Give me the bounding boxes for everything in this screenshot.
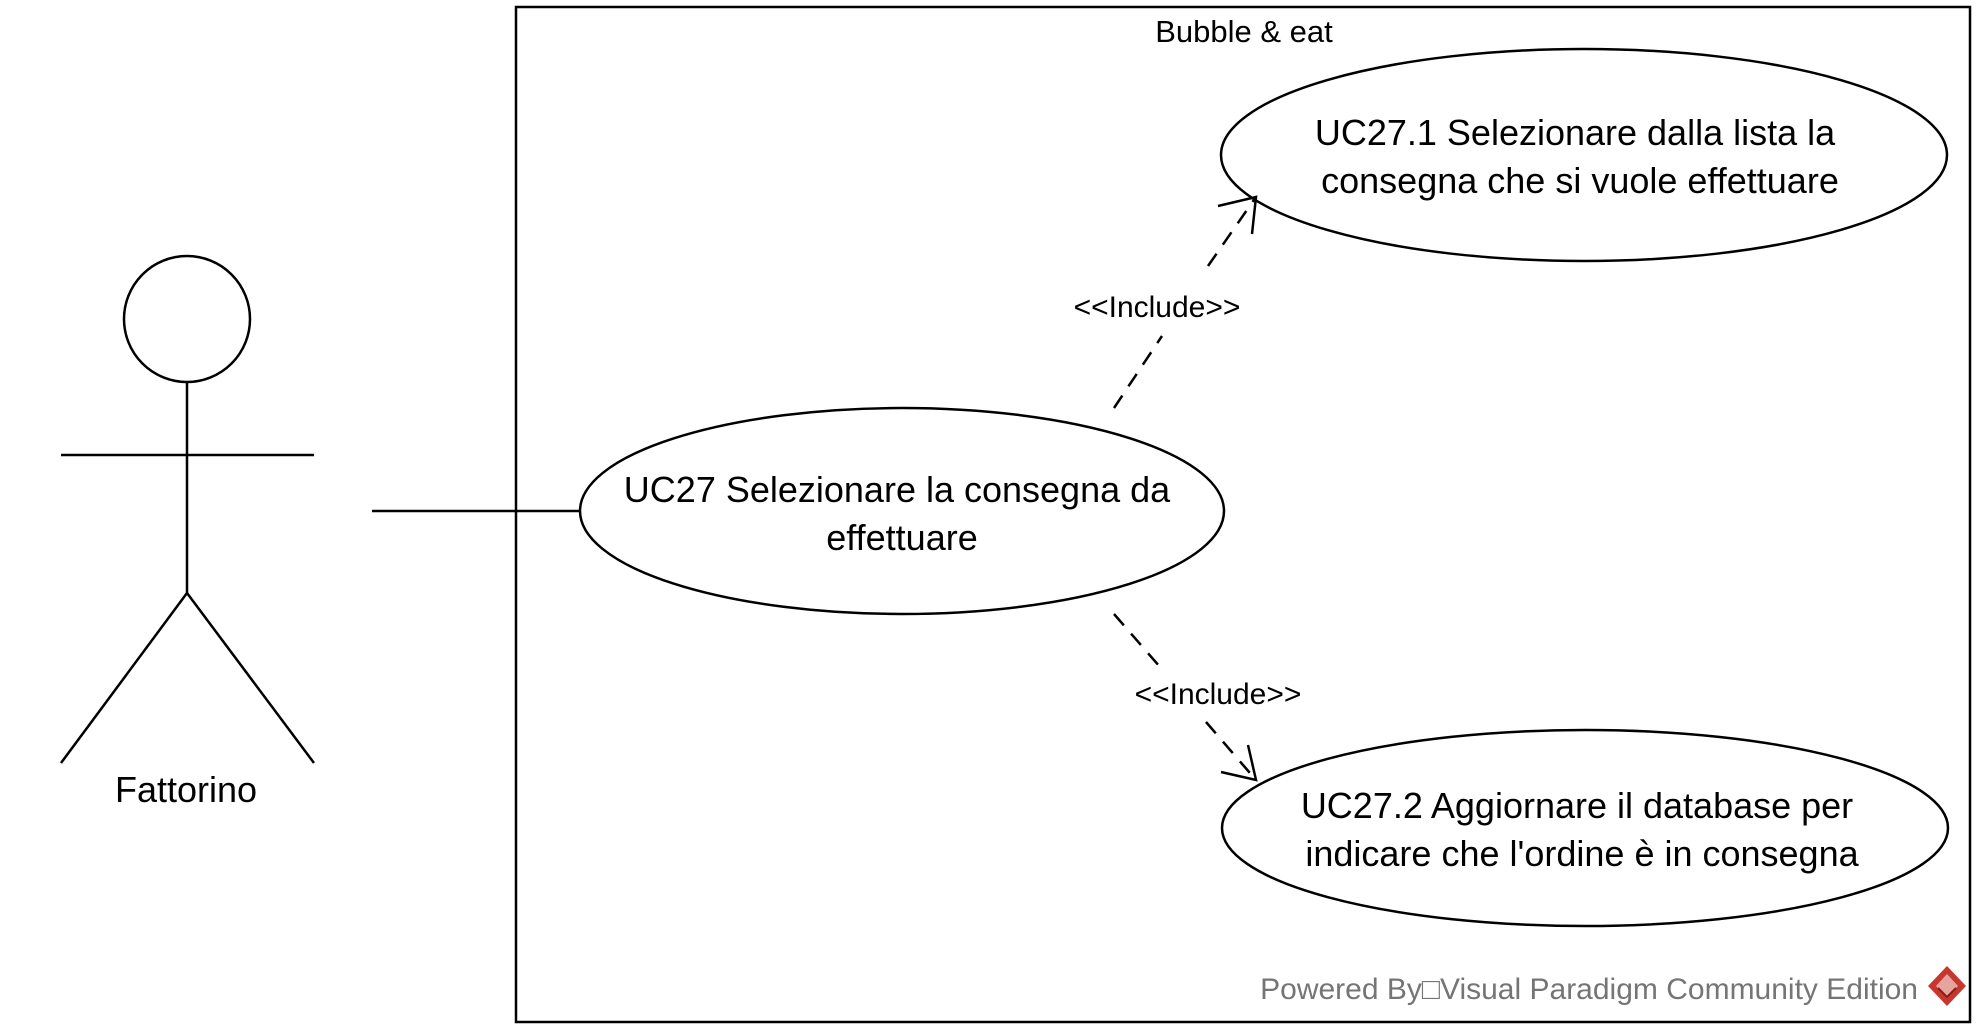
use-case-uc27-line2: effettuare (826, 517, 977, 558)
use-case-uc27-line1: UC27 Selezionare la consegna da (624, 469, 1171, 510)
actor-fattorino[interactable]: Fattorino (59, 254, 316, 810)
include-bottom-dash-upper (1113, 613, 1161, 668)
watermark-text: Powered By□Visual Paradigm Community Edi… (1260, 973, 1918, 1006)
use-case-uc27-2-shape (1220, 728, 1950, 928)
include-relation-bottom[interactable]: <<Include>> (1113, 613, 1302, 782)
use-case-uc27-1-line2: consegna che si vuole effettuare (1321, 160, 1839, 201)
include-bottom-label: <<Include>> (1135, 678, 1302, 711)
include-top-dash-upper (1206, 196, 1258, 267)
use-case-uc27-shape (578, 406, 1226, 616)
use-case-uc27[interactable]: UC27 Selezionare la consegna da effettua… (578, 406, 1226, 616)
use-case-uc27-2-label: UC27.2 Aggiornare il database per indica… (1301, 785, 1863, 874)
use-case-uc27-1[interactable]: UC27.1 Selezionare dalla lista la conseg… (1219, 47, 1949, 263)
include-top-dash-lower (1112, 335, 1164, 409)
system-title: Bubble & eat (1155, 14, 1333, 49)
include-bottom-dash-lower (1205, 721, 1257, 781)
system-boundary (514, 5, 1972, 1024)
use-case-uc27-2[interactable]: UC27.2 Aggiornare il database per indica… (1220, 728, 1950, 928)
use-case-uc27-2-line2: indicare che l'ordine è in consegna (1305, 833, 1859, 874)
actor-name: Fattorino (115, 769, 257, 810)
use-case-uc27-1-shape (1219, 47, 1949, 263)
include-top-arrowhead-icon (1217, 195, 1258, 235)
include-top-label: <<Include>> (1074, 291, 1241, 324)
include-relation-top[interactable]: <<Include>> (1074, 195, 1258, 409)
actor-right-leg (185, 592, 316, 764)
visual-paradigm-logo-icon (1928, 966, 1966, 1006)
use-case-uc27-2-line1: UC27.2 Aggiornare il database per (1301, 785, 1853, 826)
actor-head (122, 254, 252, 384)
use-case-uc27-1-label: UC27.1 Selezionare dalla lista la conseg… (1315, 112, 1845, 201)
include-bottom-arrowhead-icon (1220, 744, 1258, 782)
use-case-uc27-1-line1: UC27.1 Selezionare dalla lista la (1315, 112, 1836, 153)
use-case-uc27-label: UC27 Selezionare la consegna da effettua… (624, 469, 1180, 558)
actor-left-leg (59, 592, 189, 764)
